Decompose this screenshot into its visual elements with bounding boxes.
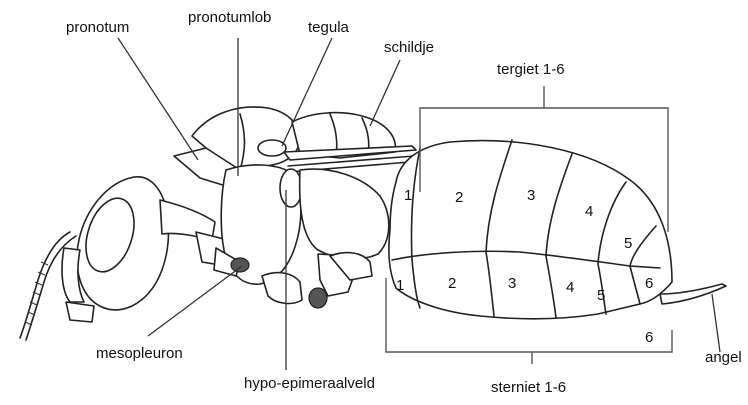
- tergite-number: 6: [645, 275, 653, 292]
- leader-pronotum: [118, 38, 198, 160]
- label-pronotumlob: pronotumlob: [188, 9, 271, 26]
- label-schildje: schildje: [384, 39, 434, 56]
- sternite-number: 1: [396, 277, 404, 294]
- wasp-body: [20, 107, 726, 340]
- gaster: [389, 141, 672, 319]
- sting: [660, 284, 726, 304]
- leg-mid: [262, 273, 302, 304]
- sternite-number: 2: [448, 275, 456, 292]
- label-angel: angel: [705, 349, 742, 366]
- leader-mesopleuron: [148, 266, 242, 336]
- coxa-dark-2: [309, 288, 327, 308]
- tegula-shape: [258, 140, 286, 156]
- coxa-dark-1: [231, 258, 249, 272]
- sternite-number: 4: [566, 279, 574, 296]
- label-mesopleuron: mesopleuron: [96, 345, 183, 362]
- leader-schildje: [370, 60, 400, 126]
- propodeum: [300, 169, 389, 259]
- tergite-number: 5: [624, 235, 632, 252]
- label-sterniet: sterniet 1-6: [491, 379, 566, 396]
- label-tegula: tegula: [308, 19, 350, 36]
- sternite-number: 5: [597, 287, 605, 304]
- label-tergiet: tergiet 1-6: [497, 61, 565, 78]
- label-hypo-epimeraalveld: hypo-epimeraalveld: [244, 375, 375, 392]
- sternite-number: 6: [645, 329, 653, 346]
- tergite-number: 4: [585, 203, 593, 220]
- tergite-number: 1: [404, 187, 412, 204]
- hypo-epimeral-area: [280, 169, 302, 207]
- tergite-number: 3: [527, 187, 535, 204]
- sternite-number: 3: [508, 275, 516, 292]
- head: [62, 177, 168, 322]
- label-pronotum: pronotum: [66, 19, 129, 36]
- leader-angel: [712, 294, 720, 352]
- tergite-number: 2: [455, 189, 463, 206]
